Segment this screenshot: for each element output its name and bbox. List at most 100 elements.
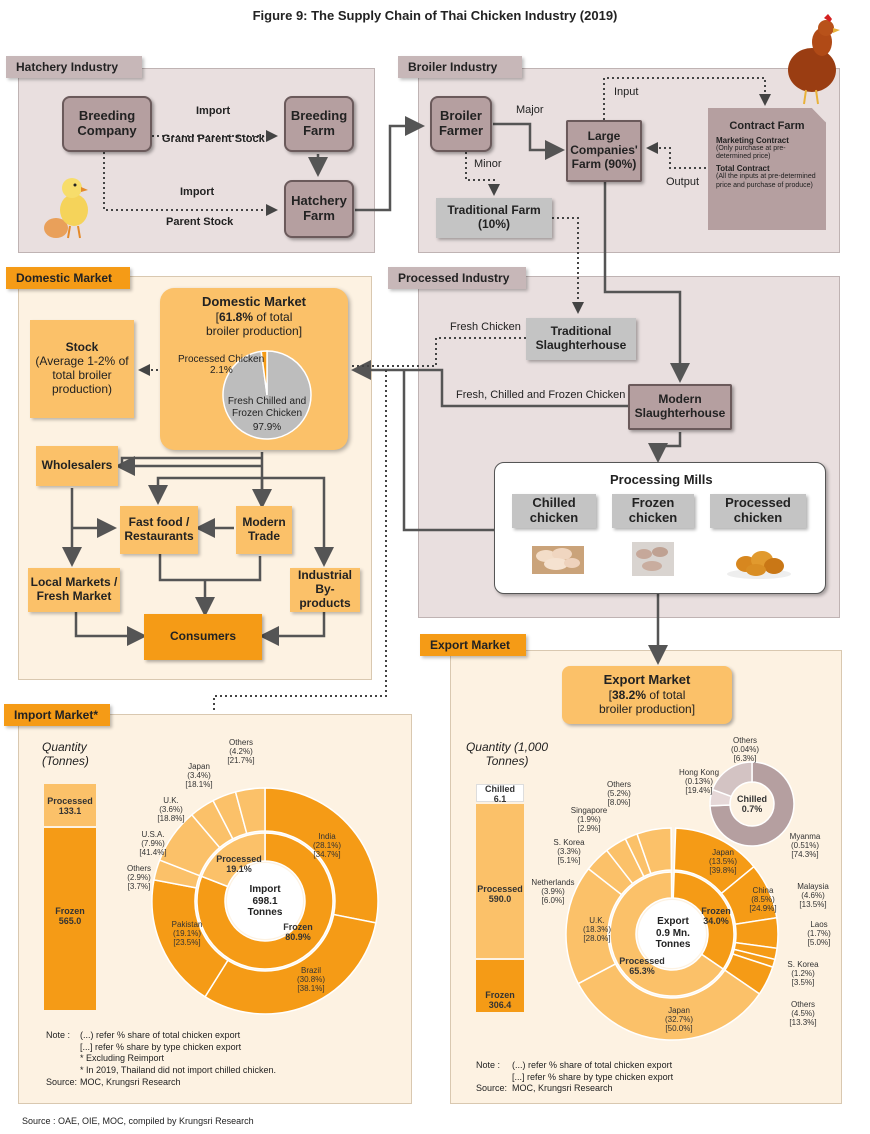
domestic-main-title: Domestic Market: [201, 294, 307, 309]
chilled-chicken-box: Chilled chicken: [512, 494, 596, 528]
domestic-pie: [222, 350, 312, 440]
import-country-label: Brazil(30.8%)[38.1%]: [296, 966, 325, 994]
export-country-label: Japan(32.7%)[50.0%]: [664, 1006, 693, 1034]
domestic-main-of-total: of total: [256, 310, 293, 324]
export-bar-processed: [476, 804, 524, 958]
import-tag: Import Market*: [4, 704, 110, 726]
hatchery-farm-box: Hatchery Farm: [284, 180, 354, 238]
export-inner-frozen: [672, 871, 735, 971]
import-outer-slice-7: [234, 787, 266, 835]
pie-fresh-pct: 97.9%: [252, 422, 282, 433]
export-inner-processed: [609, 871, 725, 997]
chilled-slice-2: [709, 761, 795, 847]
pie-slice-processed: [260, 350, 268, 396]
local-markets-box: Local Markets / Fresh Market: [28, 568, 120, 612]
traditional-farm-box: Traditional Farm (10%): [436, 198, 552, 238]
import-country-label: U.K.(3.6%)[18.8%]: [157, 796, 185, 824]
import-label-2: Import: [180, 186, 215, 198]
frozen-chicken-image: [632, 542, 674, 576]
wholesalers-box: Wholesalers: [36, 446, 118, 486]
modern-slaughterhouse-box: Modern Slaughterhouse: [628, 384, 732, 430]
import-inner-frozen: [196, 832, 334, 970]
consumers-box: Consumers: [144, 614, 262, 660]
import-outer-slice-1: [204, 913, 377, 1015]
export-center-hole: [638, 900, 706, 968]
chilled-slice-1: [711, 761, 753, 798]
fastfood-box: Fast food / Restaurants: [120, 506, 198, 554]
import-center-hole: [227, 863, 303, 939]
fcf-label: Fresh, Chilled and Frozen Chicken: [456, 389, 626, 401]
domestic-main-pct: 61.8%: [218, 310, 253, 324]
export-main-pct: 38.2%: [611, 687, 646, 702]
pie-processed-pct: 2.1%: [210, 365, 233, 376]
export-country-label: Myanma(0.51%)[74.3%]: [789, 832, 821, 860]
marketing-contract-title: Marketing Contract: [716, 136, 789, 145]
export-country-label: U.K.(18.3%)[28.0%]: [582, 916, 611, 944]
export-country-label: Others(4.5%)[13.3%]: [789, 1000, 817, 1028]
broiler-farmer-box: Broiler Farmer: [430, 96, 492, 152]
stock-box: Stock (Average 1-2% of total broiler pro…: [30, 320, 134, 418]
import-country-label: Others(4.2%)[21.7%]: [227, 738, 255, 766]
export-country-label: Hong Kong(0.13%)[19.4%]: [678, 768, 720, 796]
total-contract-desc: (All the inputs at pre-determined price …: [716, 173, 816, 189]
export-country-label: Laos(1.7%)[5.0%]: [807, 920, 831, 948]
hen-icon: [788, 14, 840, 105]
total-contract-title: Total Contract: [716, 164, 770, 174]
import-donut: [151, 787, 379, 1015]
ps-label: Parent Stock: [166, 216, 234, 228]
export-country-label: S. Korea(3.3%)[5.1%]: [553, 838, 585, 866]
import-country-label: Japan(3.4%)[18.1%]: [185, 762, 213, 790]
chilled-chicken-image: [532, 546, 584, 574]
export-country-label: China(8.5%)[24.9%]: [749, 886, 777, 914]
pie-processed-label: Processed Chicken: [178, 354, 265, 365]
processed-tag: Processed Industry: [388, 267, 526, 289]
hatchery-tag: Hatchery Industry: [6, 56, 142, 78]
processing-mills-title: Processing Mills: [610, 472, 713, 487]
export-main-sub2: broiler production]: [598, 701, 696, 716]
stock-desc: (Average 1-2% of total broiler productio…: [35, 354, 129, 396]
import-country-label: Others(2.9%)[3.7%]: [126, 864, 151, 892]
breeding-company-box: Breeding Company: [62, 96, 152, 152]
traditional-slaughterhouse-box: Traditional Slaughterhouse: [526, 318, 636, 360]
export-chilled-donut: [709, 761, 795, 847]
output-label: Output: [666, 176, 700, 188]
export-main-of-total: of total: [649, 687, 686, 702]
export-outer-slice-9: [577, 962, 761, 1041]
export-country-label: Others(5.2%)[8.0%]: [606, 780, 631, 808]
export-country-label: Others(0.04%)[6.3%]: [730, 736, 759, 764]
export-main-title: Export Market: [603, 672, 691, 687]
export-country-label: S. Korea(1.2%)[3.5%]: [787, 960, 819, 988]
chick-icon: [44, 178, 88, 239]
input-label: Input: [614, 86, 639, 98]
import-outer-slice-0: [264, 787, 379, 924]
processed-chicken-box: Processed chicken: [710, 494, 806, 528]
source-footer: Source : OAE, OIE, MOC, compiled by Krun…: [22, 1116, 254, 1126]
export-tag: Export Market: [420, 634, 526, 656]
import-bar-frozen: [44, 828, 96, 1010]
frozen-chicken-box: Frozen chicken: [612, 494, 694, 528]
contract-farm-box: Contract Farm Marketing Contract (Only p…: [708, 108, 826, 230]
major-label: Major: [516, 104, 544, 116]
marketing-contract-desc: (Only purchase at pre-determined price): [716, 145, 786, 161]
export-country-label: Singapore(1.9%)[2.9%]: [570, 806, 608, 834]
stock-title: Stock: [65, 340, 99, 355]
export-notes: Note :(...) refer % share of total chick…: [476, 1060, 674, 1094]
modern-trade-box: Modern Trade: [236, 506, 292, 554]
breeding-farm-box: Breeding Farm: [284, 96, 354, 152]
industrial-box: Industrial By-products: [290, 568, 360, 612]
gps-label: Grand Parent Stock: [162, 133, 265, 145]
pie-fresh-label: Fresh Chilled and Frozen Chicken: [227, 396, 307, 419]
broiler-tag: Broiler Industry: [398, 56, 522, 78]
export-bar-frozen: [476, 960, 524, 1012]
import-inner-processed: [200, 832, 266, 888]
